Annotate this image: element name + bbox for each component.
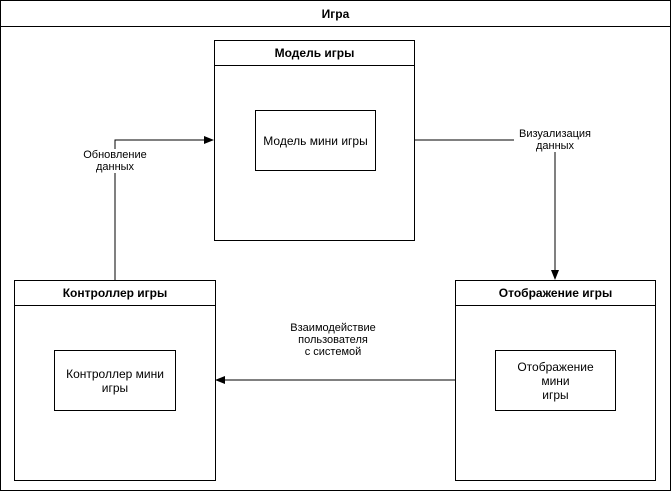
view-block-title: Отображение игры <box>456 281 655 306</box>
edge-label-interaction: Взаимодействие пользователя с системой <box>290 322 376 358</box>
model-block[interactable]: Модель игры Модель мини игры <box>214 40 415 241</box>
game-container-title: Игра <box>1 1 670 27</box>
controller-mini-game-block[interactable]: Контроллер мини игры <box>54 350 176 411</box>
controller-block[interactable]: Контроллер игры Контроллер мини игры <box>14 280 216 481</box>
view-block[interactable]: Отображение игры Отображение мини игры <box>455 280 656 481</box>
model-block-title: Модель игры <box>215 41 414 66</box>
edge-label-update: Обновление данных <box>78 149 152 173</box>
edge-label-visualize: Визуализация данных <box>514 128 596 152</box>
model-mini-game-block[interactable]: Модель мини игры <box>255 110 376 171</box>
controller-block-title: Контроллер игры <box>15 281 215 306</box>
view-mini-game-block[interactable]: Отображение мини игры <box>495 350 616 411</box>
